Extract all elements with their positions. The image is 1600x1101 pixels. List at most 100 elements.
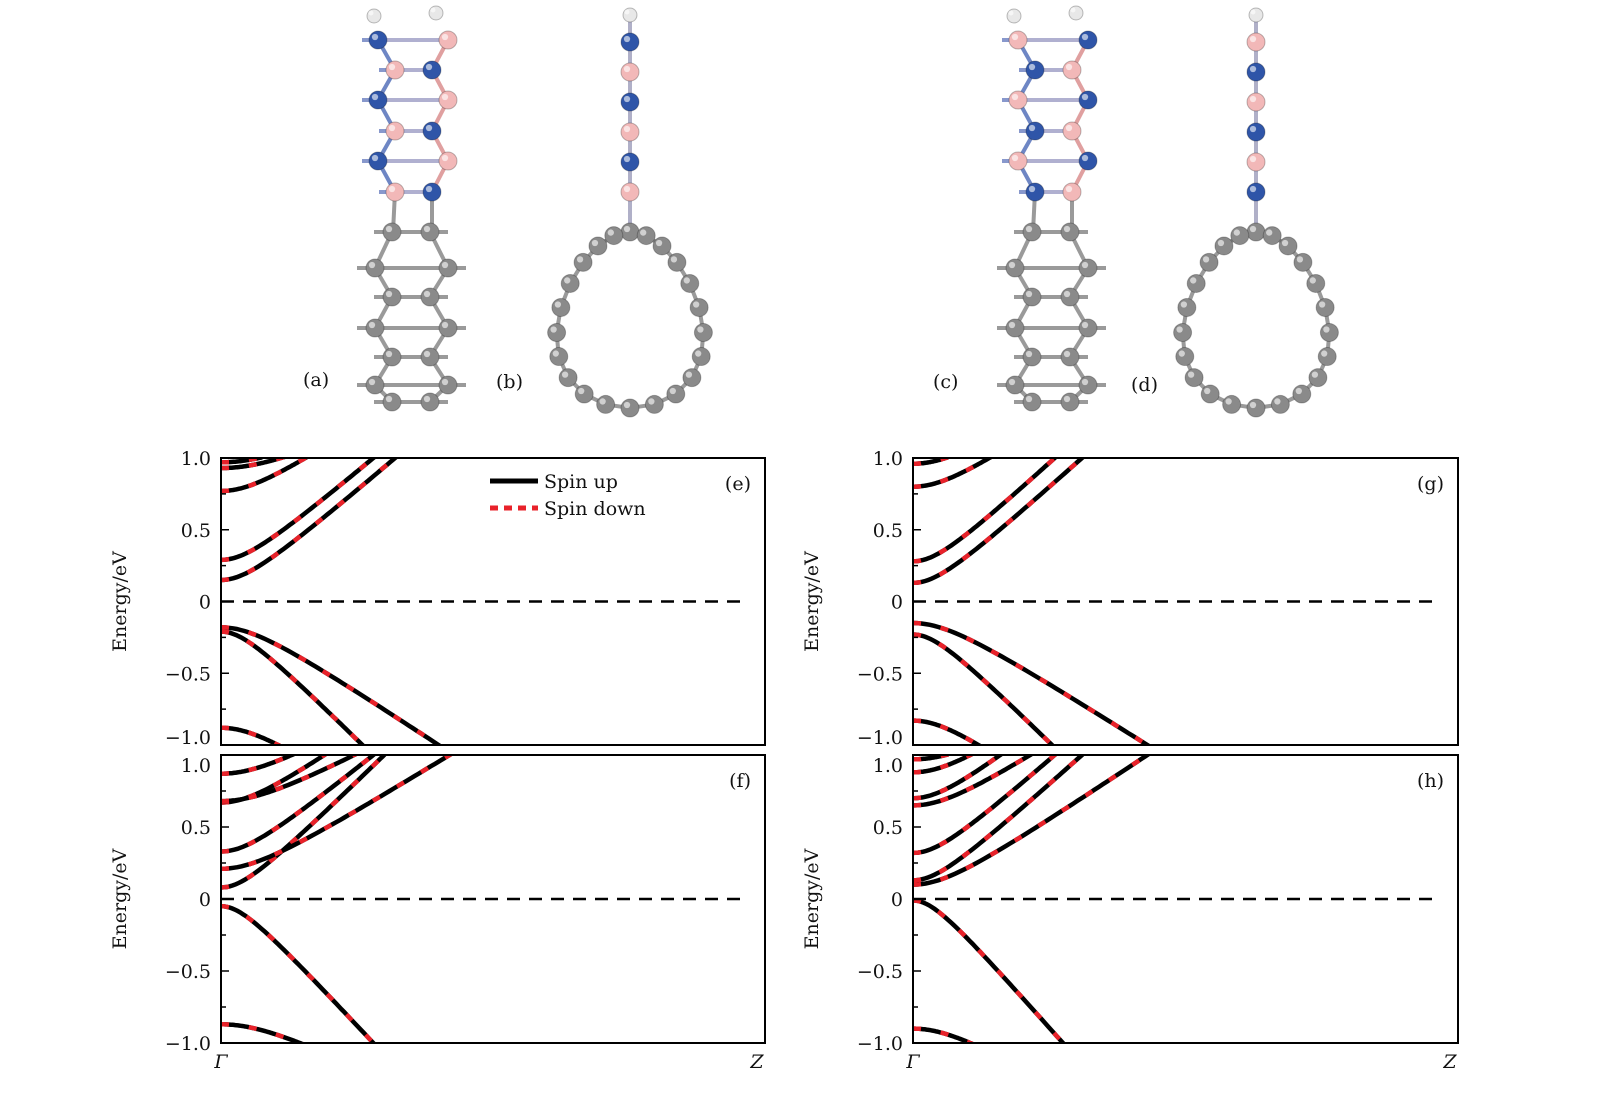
atom-highlight xyxy=(1309,277,1316,284)
y-tick-label: −1.0 xyxy=(165,1033,211,1055)
atom-highlight xyxy=(623,125,631,133)
atom-highlight xyxy=(554,301,562,308)
atom-highlight xyxy=(623,95,631,103)
x-tick-label-z: Z xyxy=(749,1051,764,1073)
atom-highlight xyxy=(1233,229,1240,236)
carbon-atom xyxy=(1293,252,1313,272)
atom-highlight xyxy=(695,350,702,357)
atom-highlight xyxy=(599,398,606,405)
atom-highlight xyxy=(1187,371,1195,378)
atom-highlight xyxy=(623,185,631,193)
atom-highlight xyxy=(1249,155,1257,163)
atom-highlight xyxy=(1274,398,1281,405)
y-tick-label: 1.0 xyxy=(873,448,903,470)
valence-band-1-spin-down xyxy=(913,1026,976,1043)
carbon-atom xyxy=(1060,347,1080,367)
atom-highlight xyxy=(1081,261,1089,269)
boron-atom xyxy=(620,62,640,82)
conduction-band-1-spin-down xyxy=(221,755,454,872)
legend-spin-down-label: Spin down xyxy=(544,498,646,520)
atom-highlight xyxy=(1321,350,1328,357)
atom-highlight xyxy=(623,65,631,73)
conduction-band-5-spin-down xyxy=(913,755,976,775)
boron-atom xyxy=(1062,121,1082,141)
carbon-atom xyxy=(691,347,711,367)
conduction-band-4-spin-up xyxy=(221,755,360,804)
nitrogen-atom xyxy=(1025,60,1045,80)
atom-highlight xyxy=(623,35,631,43)
y-tick-label: 0.5 xyxy=(873,817,903,839)
carbon-atom xyxy=(1022,222,1042,242)
y-tick-label: −1.0 xyxy=(857,1033,903,1055)
atom-highlight xyxy=(1249,401,1257,409)
atom-highlight xyxy=(388,63,396,71)
atom-highlight xyxy=(1249,65,1257,73)
atom-highlight xyxy=(1025,395,1033,403)
y-tick-label: 0.5 xyxy=(181,817,211,839)
atom-highlight xyxy=(425,124,433,132)
atom-highlight xyxy=(1311,371,1319,378)
carbon-atom xyxy=(420,347,440,367)
carbon-atom xyxy=(1022,347,1042,367)
nitrogen-atom xyxy=(620,32,640,52)
carbon-atom xyxy=(693,323,713,343)
y-tick-label: 0 xyxy=(891,889,903,911)
carbon-atom xyxy=(636,226,656,246)
carbon-atom xyxy=(438,318,458,338)
y-tick-label: 1.0 xyxy=(873,755,903,777)
carbon-atom xyxy=(1306,273,1326,293)
boron-atom xyxy=(620,182,640,202)
atom-highlight xyxy=(423,290,431,298)
carbon-atom xyxy=(1308,368,1328,388)
panel-label: (f) xyxy=(729,770,751,792)
atom-highlight xyxy=(1081,154,1089,162)
conduction-band-2-spin-down xyxy=(913,755,1059,856)
atom-highlight xyxy=(692,301,700,308)
structure-label-b: (b) xyxy=(496,371,523,393)
carbon-atom xyxy=(1022,287,1042,307)
carbon-atom xyxy=(382,392,402,412)
carbon-atom xyxy=(560,273,580,293)
valence-band-0-spin-down xyxy=(221,903,377,1043)
atom-highlight xyxy=(1025,350,1033,358)
y-axis-label: Energy/eV xyxy=(109,848,131,949)
hydrogen-atom xyxy=(428,5,444,21)
boron-atom xyxy=(438,90,458,110)
y-tick-label: −0.5 xyxy=(165,663,211,685)
atom-highlight xyxy=(564,277,571,284)
atom-highlight xyxy=(683,277,690,284)
carbon-atom xyxy=(1200,384,1220,404)
atom-highlight xyxy=(655,239,663,247)
carbon-atom xyxy=(596,394,616,414)
atom-highlight xyxy=(1028,185,1036,193)
atom-highlight xyxy=(430,7,436,13)
carbon-atom xyxy=(1175,347,1195,367)
atom-highlight xyxy=(669,387,676,395)
atom-highlight xyxy=(624,9,630,15)
nitrogen-atom xyxy=(368,151,388,171)
carbon-atom xyxy=(1005,318,1025,338)
atom-highlight xyxy=(1249,185,1257,193)
conduction-band-1-spin-down xyxy=(913,755,1086,883)
carbon-atom xyxy=(689,297,709,317)
atom-highlight xyxy=(1081,321,1089,329)
boron-atom xyxy=(1246,32,1266,52)
carbon-atom xyxy=(1270,394,1290,414)
structure-label-d: (d) xyxy=(1131,374,1158,396)
carbon-atom xyxy=(574,384,594,404)
atom-highlight xyxy=(1295,387,1302,395)
atom-highlight xyxy=(1081,93,1089,101)
nitrogen-atom xyxy=(368,90,388,110)
atom-highlight xyxy=(1266,229,1273,236)
x-tick-label-z: Z xyxy=(1442,1051,1457,1073)
boron-atom xyxy=(385,60,405,80)
conduction-band-1-spin-up xyxy=(913,755,1086,883)
panel-label: (g) xyxy=(1417,473,1444,495)
carbon-atom xyxy=(1177,297,1197,317)
bands xyxy=(221,755,454,1043)
carbon-atom xyxy=(573,252,593,272)
atom-highlight xyxy=(578,387,585,395)
carbon-atom xyxy=(1222,394,1242,414)
